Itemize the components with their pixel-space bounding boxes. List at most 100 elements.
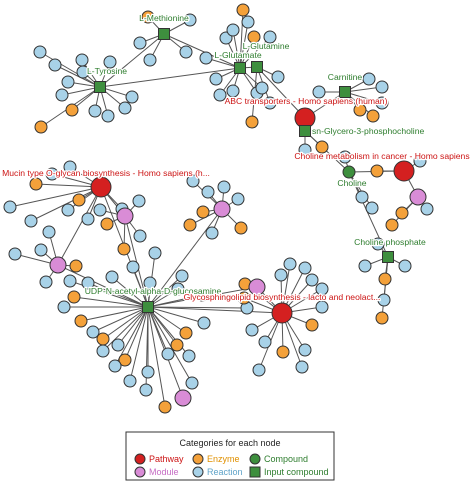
glyco-node (271, 302, 293, 324)
choline-label: Choline (337, 178, 366, 188)
enzyme-node (245, 115, 259, 129)
carnitine-label: Carnitine (328, 72, 363, 82)
reaction-node (125, 90, 139, 104)
choline-node (342, 165, 356, 179)
mucin-node (90, 176, 112, 198)
module-node (116, 207, 134, 225)
cholinephos-label: Choline phosphate (354, 237, 426, 247)
legend-reaction-label: Reaction (207, 467, 243, 477)
edge (87, 282, 149, 308)
reaction-node (185, 376, 199, 390)
enzyme-node (237, 291, 251, 305)
edge (147, 306, 283, 314)
edge (102, 306, 149, 352)
cholinecancer-label: Choline metabolism in cancer - Homo sapi… (294, 151, 469, 161)
reaction-node (61, 203, 75, 217)
module-node (409, 188, 427, 206)
reaction-node (123, 374, 137, 388)
legend-title: Categories for each node (179, 438, 280, 448)
reaction-node (315, 300, 329, 314)
module-node (213, 200, 231, 218)
reaction-node (217, 180, 231, 194)
edge (163, 33, 241, 69)
reaction-node (171, 282, 185, 296)
enzyme-node (247, 30, 261, 44)
reaction-node (362, 72, 376, 86)
reaction-node (143, 53, 157, 67)
legend-compound-swatch (249, 453, 261, 465)
enzyme-node (183, 218, 197, 232)
reaction-node (258, 335, 272, 349)
reaction-node (186, 174, 200, 188)
reaction-node (355, 190, 369, 204)
enzyme-node (370, 164, 384, 178)
enzyme-node (34, 120, 48, 134)
reaction-node (55, 88, 69, 102)
enzyme-node (69, 259, 83, 273)
reaction-node (298, 143, 312, 157)
edge (147, 306, 187, 334)
edge (147, 306, 248, 309)
methionine-node (158, 28, 170, 40)
reaction-node (305, 273, 319, 287)
reaction-node (205, 226, 219, 240)
reaction-node (271, 70, 285, 84)
edge (73, 296, 149, 308)
legend-pathway-swatch (134, 453, 146, 465)
edge (304, 130, 350, 173)
reaction-node (209, 72, 223, 86)
glutamate-node (234, 62, 246, 74)
reaction-node (274, 268, 288, 282)
reaction-node (375, 96, 389, 110)
enzyme-node (118, 353, 132, 367)
enzyme-node (375, 311, 389, 325)
reaction-node (226, 23, 240, 37)
edge (117, 306, 149, 346)
edge (124, 215, 149, 308)
node-layer (3, 3, 434, 414)
enzyme-node (378, 272, 392, 286)
edge (92, 306, 149, 333)
cholinephos-node (382, 251, 394, 263)
reaction-node (182, 349, 196, 363)
reaction-node (255, 81, 269, 95)
enzyme-node (234, 221, 248, 235)
reaction-node (88, 104, 102, 118)
edge (54, 64, 101, 88)
cholinecancer-node (393, 160, 415, 182)
enzyme-node (236, 3, 250, 17)
edge (147, 306, 205, 324)
legend-reaction-swatch (192, 466, 204, 478)
reaction-node (148, 246, 162, 260)
reaction-node (61, 75, 75, 89)
enzyme-node (305, 318, 319, 332)
carnitine-node (339, 86, 351, 98)
reaction-node (241, 15, 255, 29)
edge (9, 186, 102, 208)
reaction-node (111, 338, 125, 352)
reaction-node (298, 261, 312, 275)
enzyme-node (366, 109, 380, 123)
glutamate-label: L-Glutamate (214, 50, 262, 60)
reaction-node (75, 53, 89, 67)
reaction-node (413, 154, 427, 168)
reaction-node (103, 55, 117, 69)
reaction-node (398, 259, 412, 273)
reaction-node (101, 109, 115, 123)
legend-module-label: Module (149, 467, 179, 477)
reaction-node (45, 167, 59, 181)
reaction-node (201, 185, 215, 199)
legend-input-compound-label: Input compound (264, 467, 329, 477)
edge (124, 306, 149, 361)
enzyme-node (74, 314, 88, 328)
reaction-node (358, 259, 372, 273)
tyrosine-label: L-Tyrosine (87, 66, 127, 76)
reaction-node (226, 84, 240, 98)
reaction-node (371, 237, 385, 251)
edge (147, 208, 223, 308)
reaction-node (143, 276, 157, 290)
reaction-node (315, 282, 329, 296)
edge (256, 66, 306, 119)
edge (57, 264, 149, 308)
